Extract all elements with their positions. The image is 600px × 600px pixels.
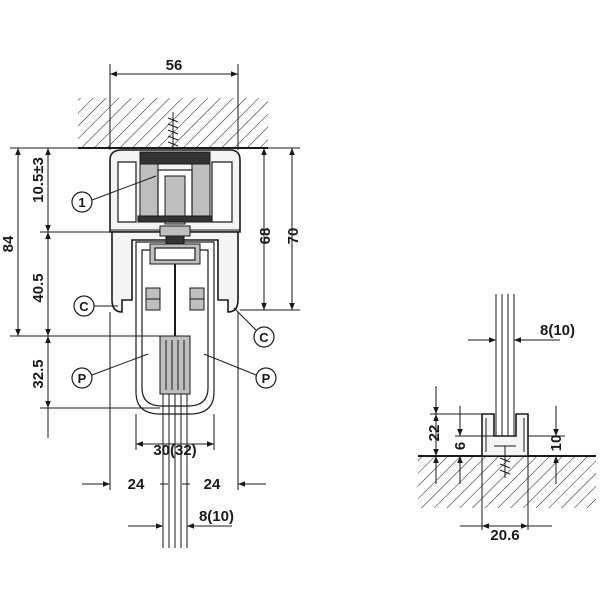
- dim-glass-clearance: 32.5: [30, 359, 47, 388]
- dim-side-glass-thickness: 8(10): [540, 322, 575, 339]
- extension-lines: [10, 64, 300, 490]
- hanger-assembly: [145, 225, 205, 338]
- right-view: 8(10) 22 6 10 20.6: [418, 294, 596, 544]
- dim-lower-height: 40.5: [30, 273, 47, 302]
- callout-part-p-left-label: P: [78, 371, 87, 386]
- dim-side-left: 24: [128, 476, 145, 493]
- floor-hatch: [418, 455, 596, 508]
- dimension-lines-side: [433, 337, 560, 529]
- callout-part-c-right-label: C: [259, 330, 269, 345]
- rail-profile: [109, 149, 241, 233]
- dim-side-right: 24: [204, 476, 221, 493]
- callout-part-p-right: P: [203, 353, 277, 389]
- callout-part-c-left: C: [73, 295, 118, 317]
- floor-screw: [499, 446, 511, 478]
- dim-channel-height: 10: [548, 435, 565, 452]
- dim-overall-height: 84: [0, 235, 17, 252]
- callout-part-1-label: 1: [78, 195, 85, 210]
- dim-inner-depth: 6: [452, 442, 469, 450]
- dim-base-width: 20.6: [490, 527, 519, 544]
- glass-clamp: [159, 335, 191, 395]
- dim-inner-width: 30(32): [153, 442, 196, 459]
- glass-panel: [162, 394, 188, 548]
- callout-part-p-right-label: P: [262, 371, 271, 386]
- dim-glass-thickness: 8(10): [199, 508, 234, 525]
- callout-part-1: 1: [71, 175, 157, 213]
- dim-top-width: 56: [166, 57, 183, 74]
- dim-total-height: 22: [426, 425, 443, 442]
- dim-height-68: 68: [257, 228, 274, 245]
- floor-guide: [481, 413, 529, 457]
- callout-part-c-right: C: [233, 307, 275, 348]
- left-view: 56 84 10.5±3 40.5 32.5 68 70 30(32) 24 2…: [0, 57, 302, 548]
- callout-part-c-left-label: C: [79, 299, 89, 314]
- dim-height-70: 70: [285, 228, 302, 245]
- callout-part-p-left: P: [71, 353, 149, 389]
- dimension-lines: [15, 71, 295, 529]
- dim-screw-gap: 10.5±3: [30, 157, 47, 203]
- glass-panel-side: [495, 294, 515, 436]
